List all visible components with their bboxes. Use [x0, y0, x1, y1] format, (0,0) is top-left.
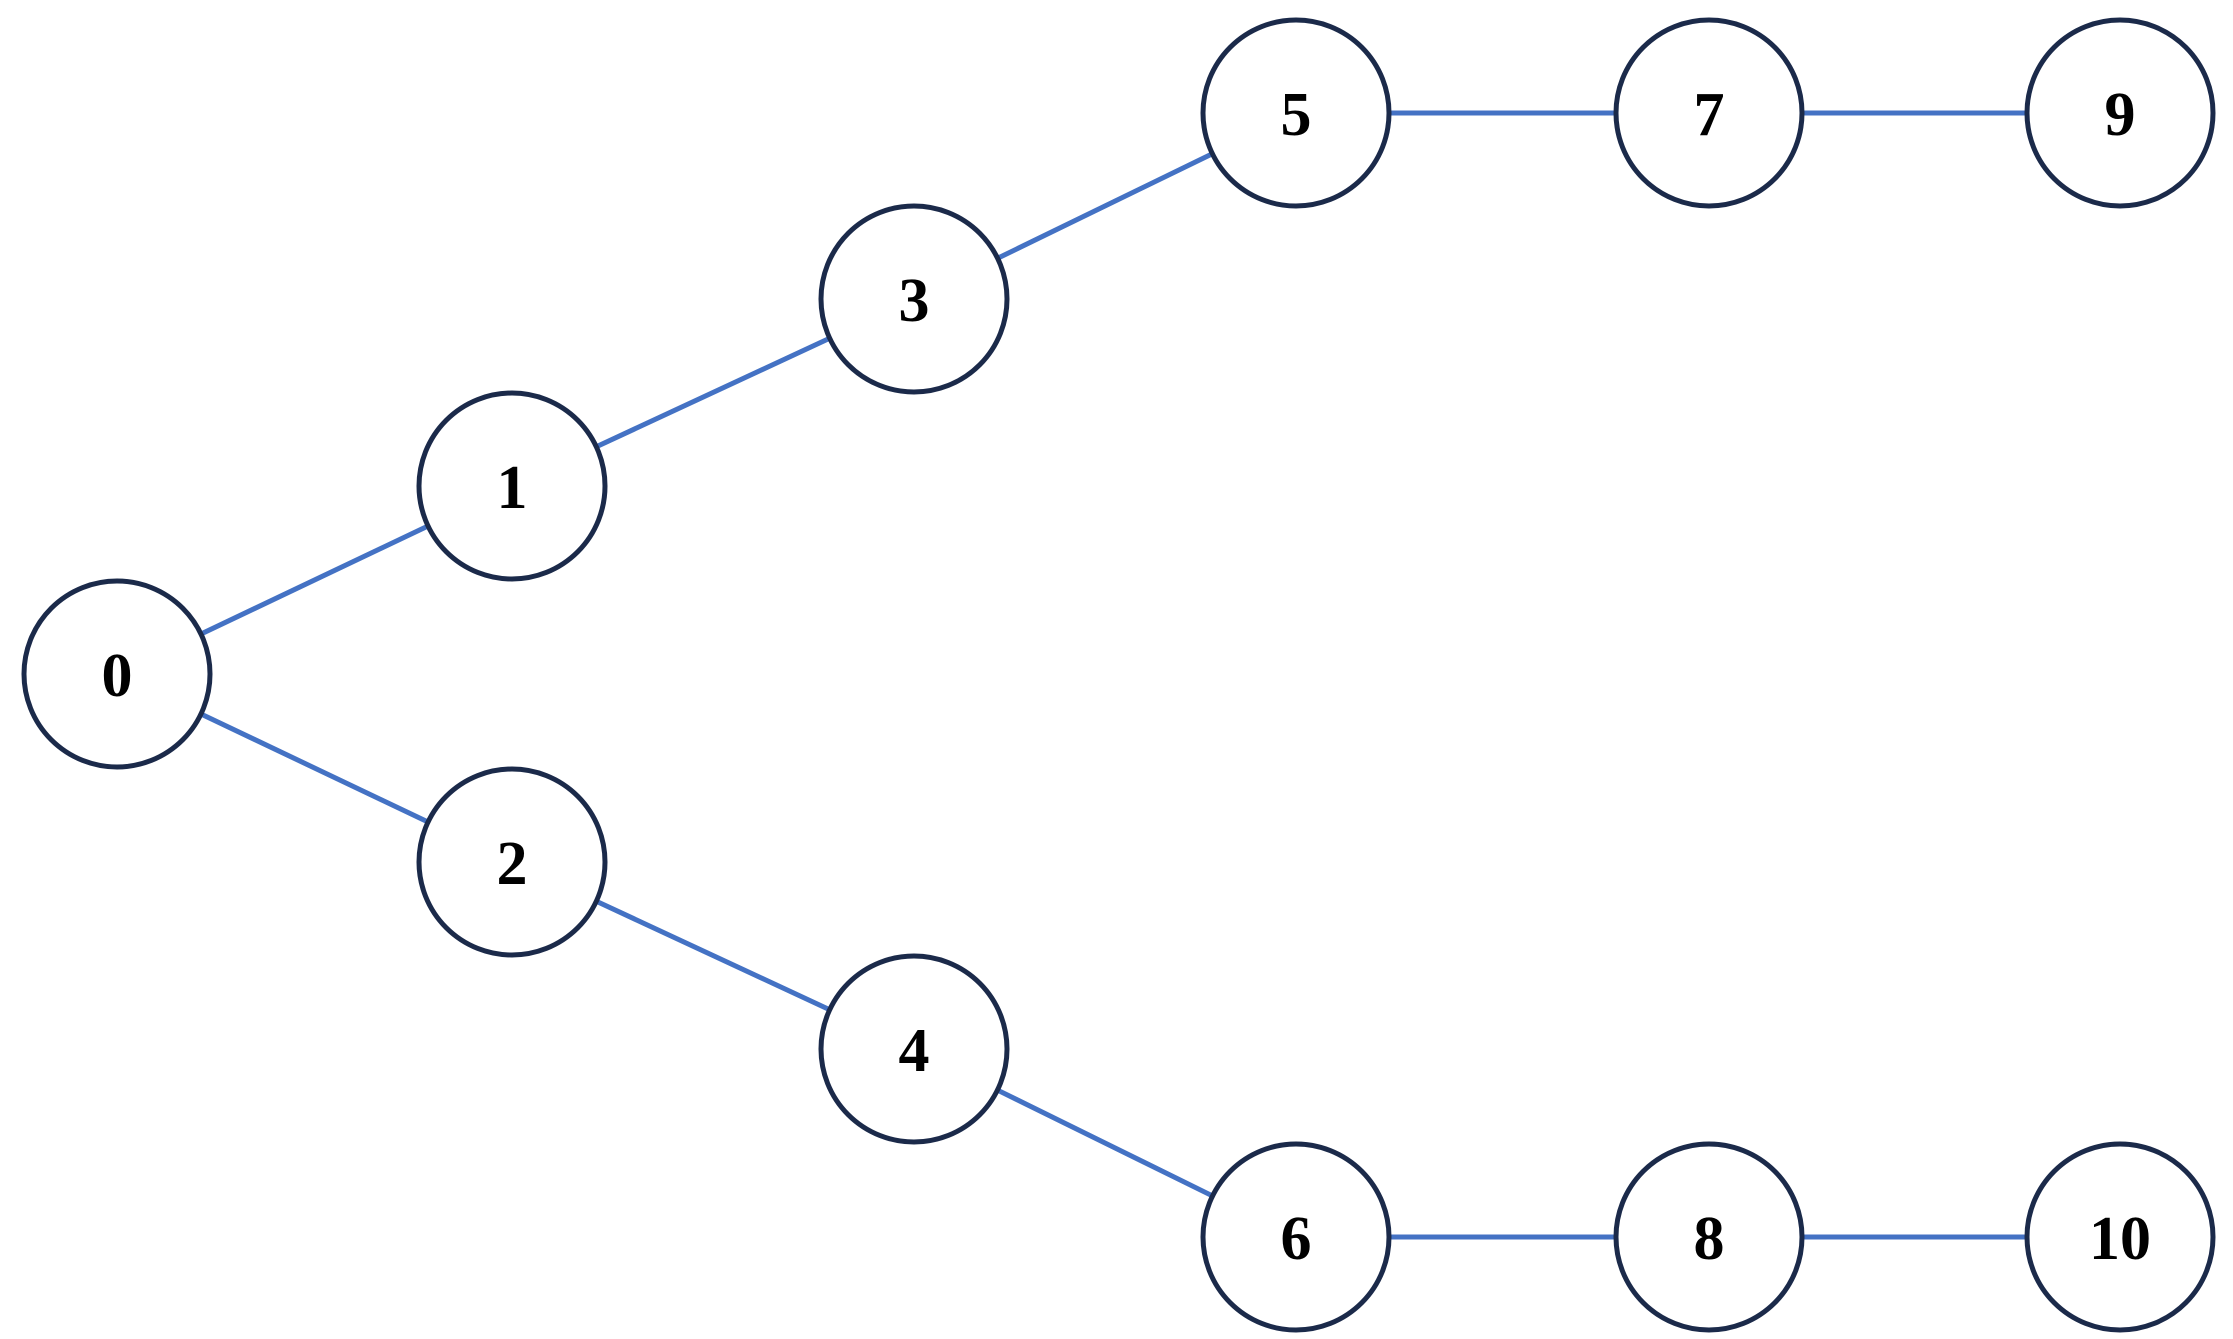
node-circle-5 [1200, 17, 1392, 209]
node-label-8: 8 [1694, 1205, 1725, 1273]
node-0: 0 [21, 578, 213, 770]
node-label-7: 7 [1694, 81, 1725, 149]
edge-4-6 [996, 1087, 1214, 1199]
node-circle-0 [21, 578, 213, 770]
node-2: 2 [416, 766, 608, 958]
node-circle-10 [2024, 1141, 2216, 1333]
node-circle-7 [1613, 17, 1805, 209]
edge-3-5 [996, 151, 1214, 261]
node-circle-4 [818, 953, 1010, 1145]
edges-layer [199, 110, 2027, 1240]
node-8: 8 [1613, 1141, 1805, 1333]
node-3: 3 [818, 203, 1010, 395]
node-circle-2 [416, 766, 608, 958]
node-label-1: 1 [497, 454, 528, 522]
node-label-2: 2 [497, 830, 528, 898]
node-circle-8 [1613, 1141, 1805, 1333]
node-circle-9 [2024, 17, 2216, 209]
node-7: 7 [1613, 17, 1805, 209]
node-9: 9 [2024, 17, 2216, 209]
node-circle-1 [416, 390, 608, 582]
node-1: 1 [416, 390, 608, 582]
edge-0-1 [199, 523, 430, 637]
node-circle-3 [818, 203, 1010, 395]
node-label-9: 9 [2105, 81, 2136, 149]
node-label-10: 10 [2089, 1205, 2151, 1273]
edge-2-4 [595, 898, 831, 1013]
node-label-4: 4 [899, 1017, 930, 1085]
node-label-5: 5 [1281, 81, 1312, 149]
node-6: 6 [1200, 1141, 1392, 1333]
node-4: 4 [818, 953, 1010, 1145]
node-label-0: 0 [102, 642, 133, 710]
node-label-3: 3 [899, 267, 930, 335]
nodes-layer: 0 1 2 3 4 5 6 7 8 9 10 [21, 17, 2216, 1333]
node-circle-6 [1200, 1141, 1392, 1333]
edge-1-3 [595, 335, 831, 450]
node-10: 10 [2024, 1141, 2216, 1333]
node-5: 5 [1200, 17, 1392, 209]
node-label-6: 6 [1281, 1205, 1312, 1273]
edge-0-2 [199, 711, 430, 825]
